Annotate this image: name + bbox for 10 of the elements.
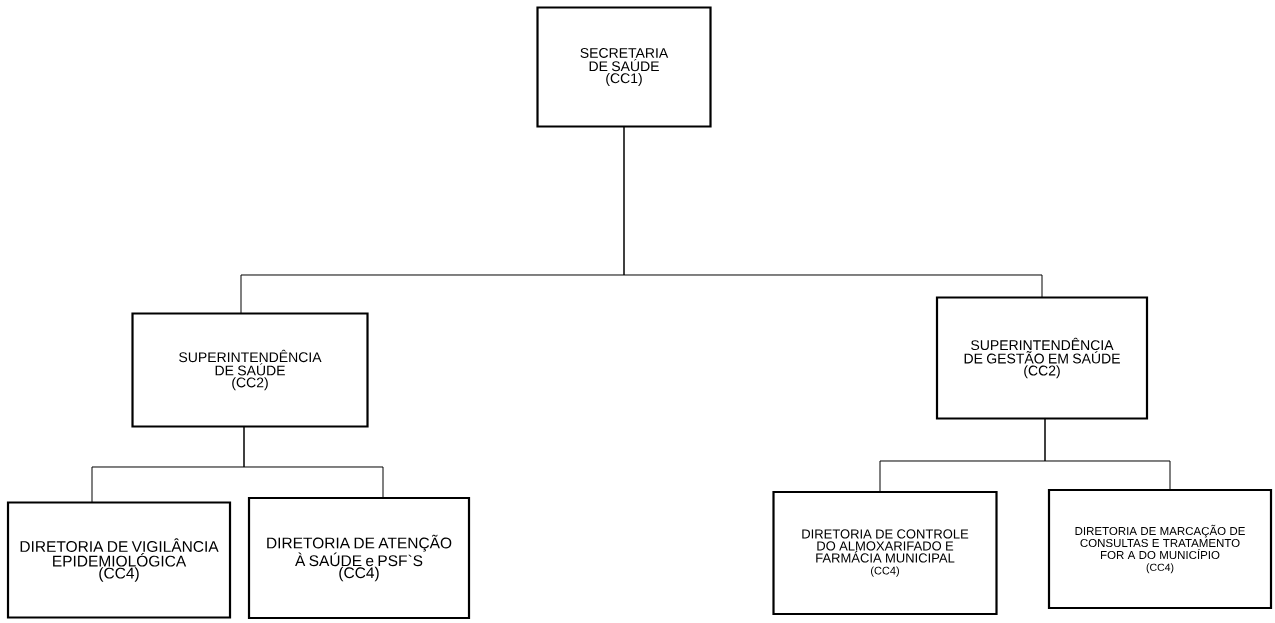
- connector-line: [243, 425, 384, 499]
- org-box: SECRETARIA DE SAÚDE (CC1): [536, 6, 712, 128]
- org-box: DIRETORIA DE VIGILÂNCIA EPIDEMIOLÓGICA (CC4): [6, 501, 232, 619]
- connector-line: [623, 125, 1043, 298]
- connector-line: [1044, 417, 1171, 491]
- org-box: DIRETORIA DE ATENÇÃO À SAÚDE e PSF`S (CC4): [247, 496, 471, 620]
- org-box: DIRETORIA DE MARCAÇÃO DE CONSULTAS E TRATAMENTO FOR A DO MUNICÍPIO (CC4): [1047, 488, 1273, 610]
- org-box: SUPERINTENDÊNCIA DE SAÚDE (CC2): [131, 312, 369, 428]
- org-box: DIRETORIA DE CONTROLE DO ALMOXARIFADO E FARMÁCIA MUNICIPAL (CC4): [772, 490, 998, 616]
- org-box: SUPERINTENDÊNCIA DE GESTÃO EM SAÚDE (CC2): [935, 296, 1149, 420]
